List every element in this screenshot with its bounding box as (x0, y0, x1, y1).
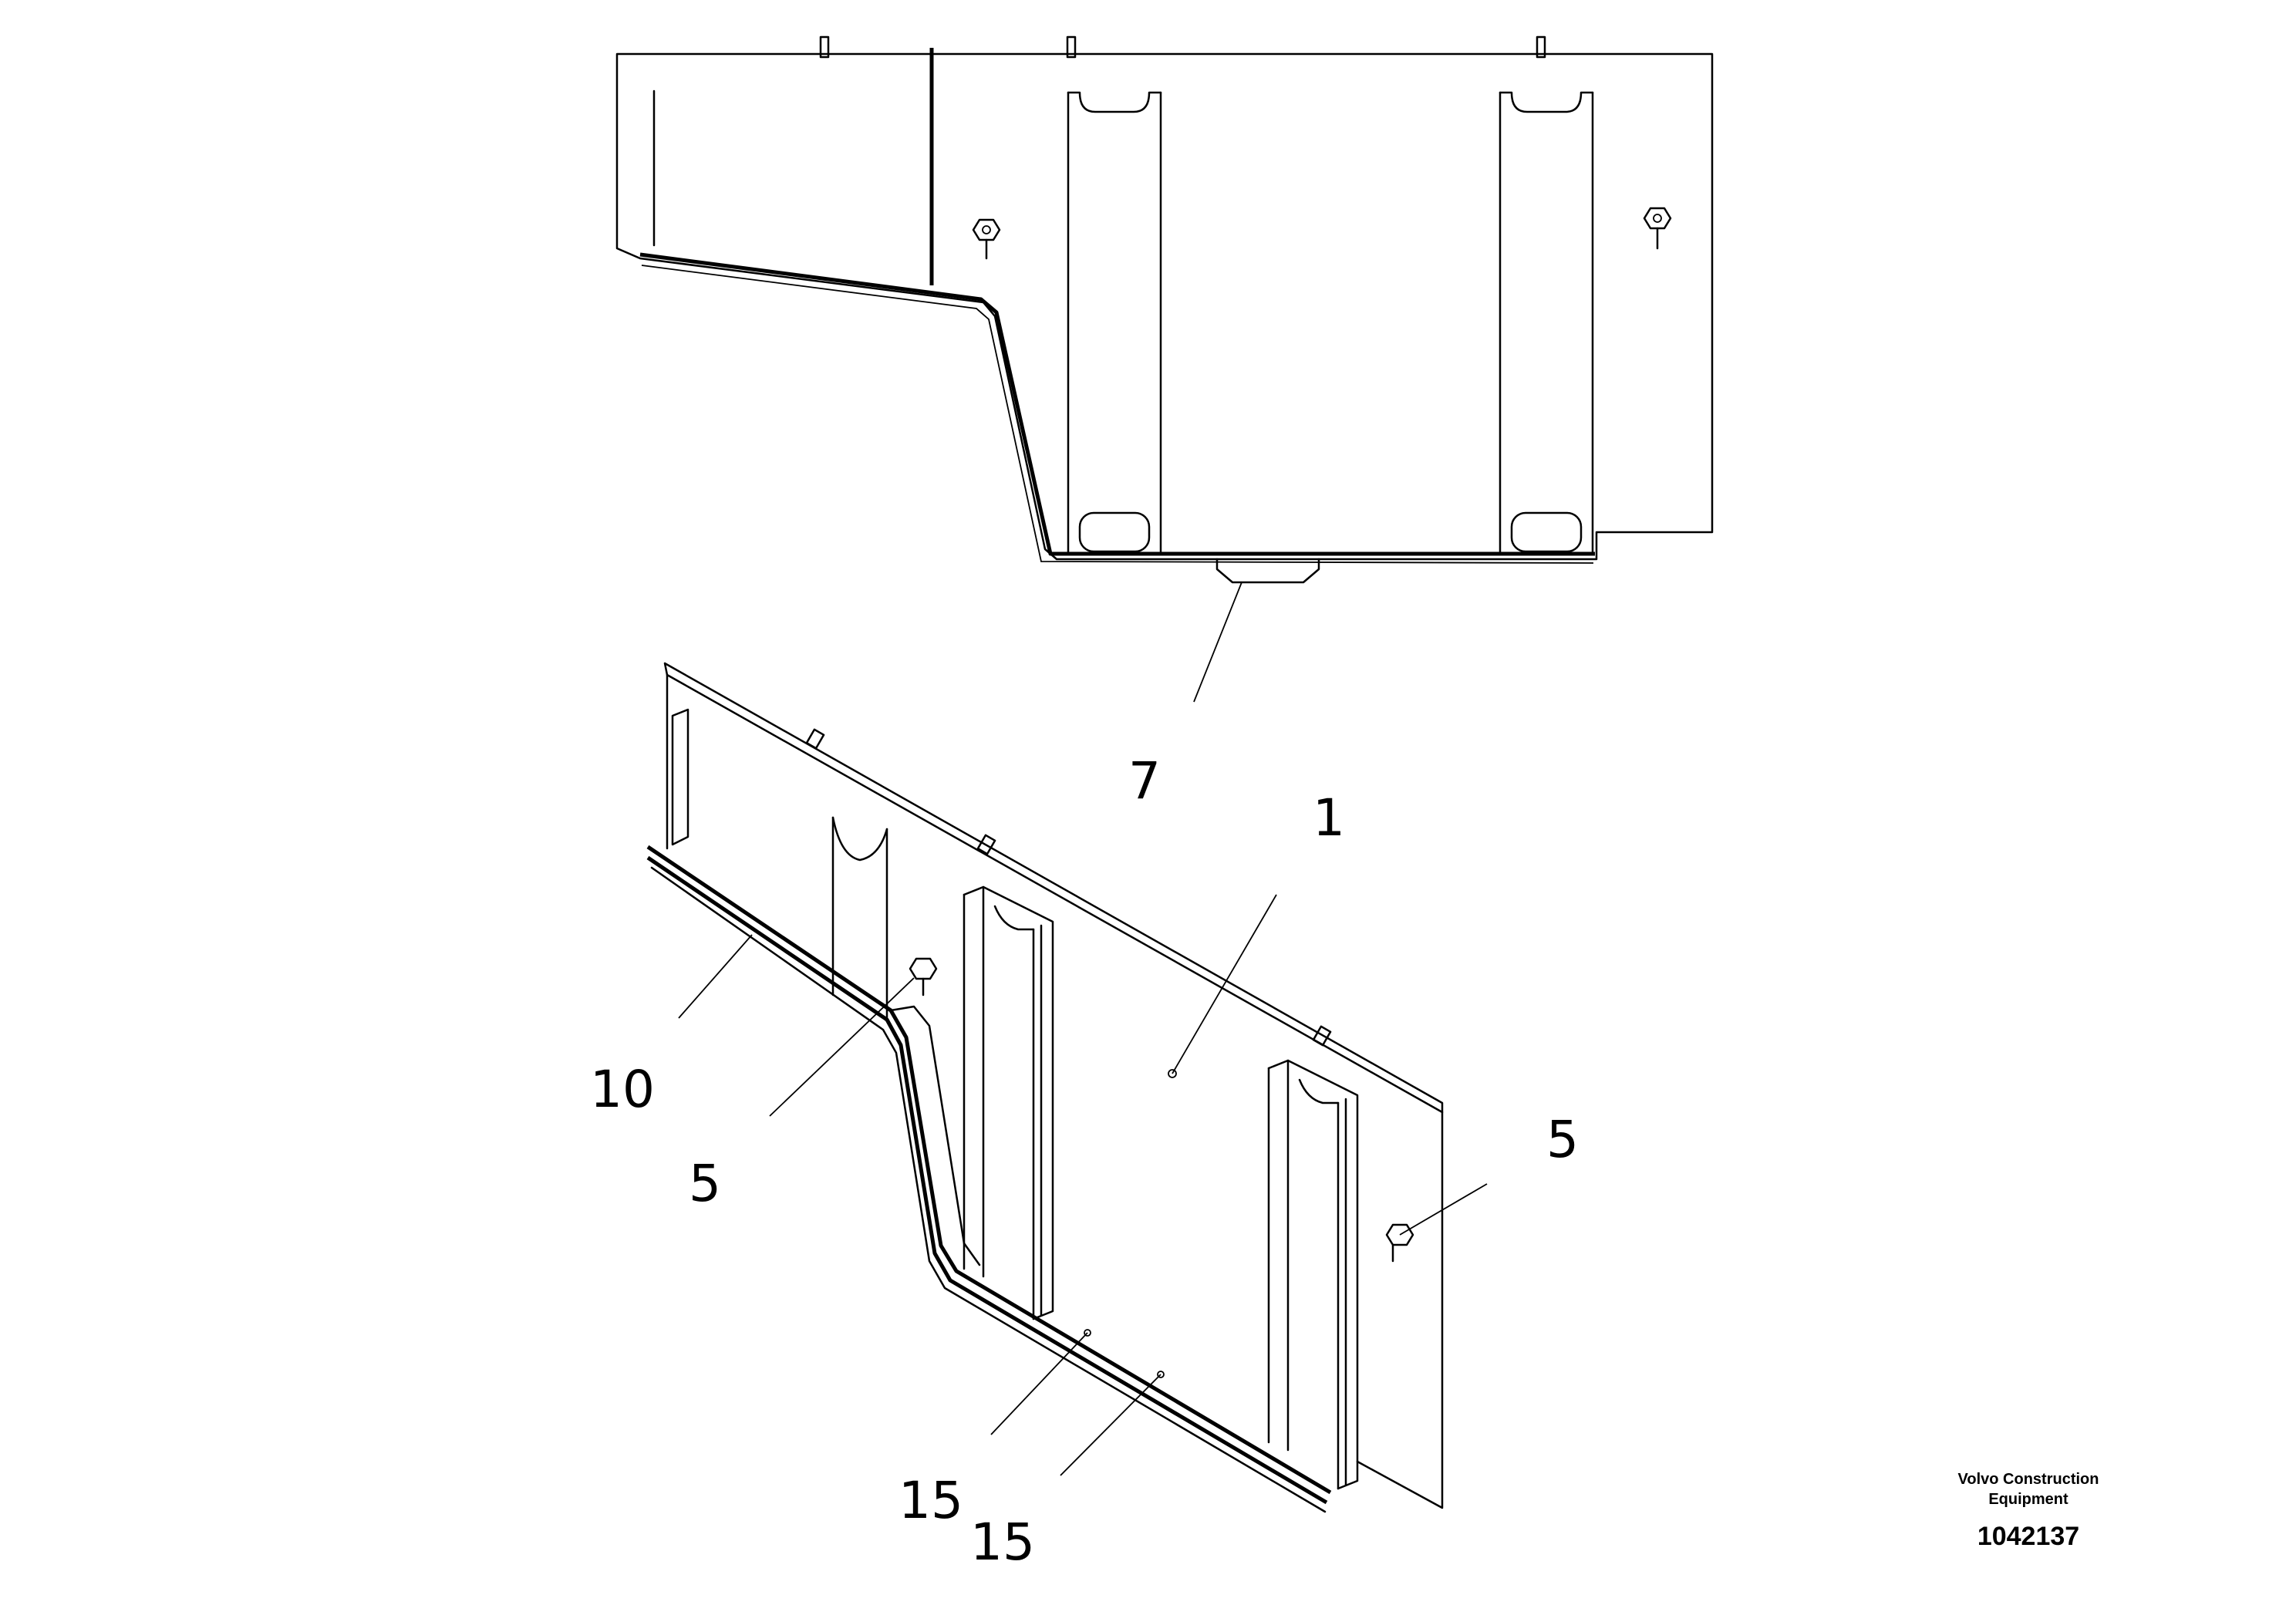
callout-15-b: 15 (970, 1512, 1035, 1572)
callout-15-a: 15 (899, 1471, 963, 1530)
fastener-icon (1385, 1223, 1414, 1263)
channel-right-top (1499, 91, 1594, 553)
channel-left-top (1067, 91, 1162, 553)
company-name-line2: Equipment (1988, 1491, 2068, 1508)
callout-5-left: 5 (689, 1154, 721, 1213)
callout-10: 10 (590, 1060, 655, 1119)
title-block: Volvo Construction Equipment 1042137 (1913, 1469, 2144, 1552)
drawing-number: 1042137 (1977, 1522, 2080, 1551)
channel-right-iso (1267, 1059, 1359, 1490)
panel-top-view (615, 35, 1714, 584)
callout-5-right: 5 (1546, 1110, 1579, 1169)
panel-iso-view (646, 662, 1444, 1513)
fastener-icon (972, 218, 1001, 260)
fastener-icon (1643, 207, 1672, 250)
callout-7: 7 (1128, 751, 1161, 811)
top-tabs (819, 35, 1546, 59)
company-name-line1: Volvo Construction (1957, 1471, 2099, 1488)
fastener-icon (909, 957, 938, 996)
callout-1: 1 (1313, 788, 1345, 848)
channel-left-iso (963, 885, 1054, 1320)
leader-lines (678, 582, 1488, 1476)
